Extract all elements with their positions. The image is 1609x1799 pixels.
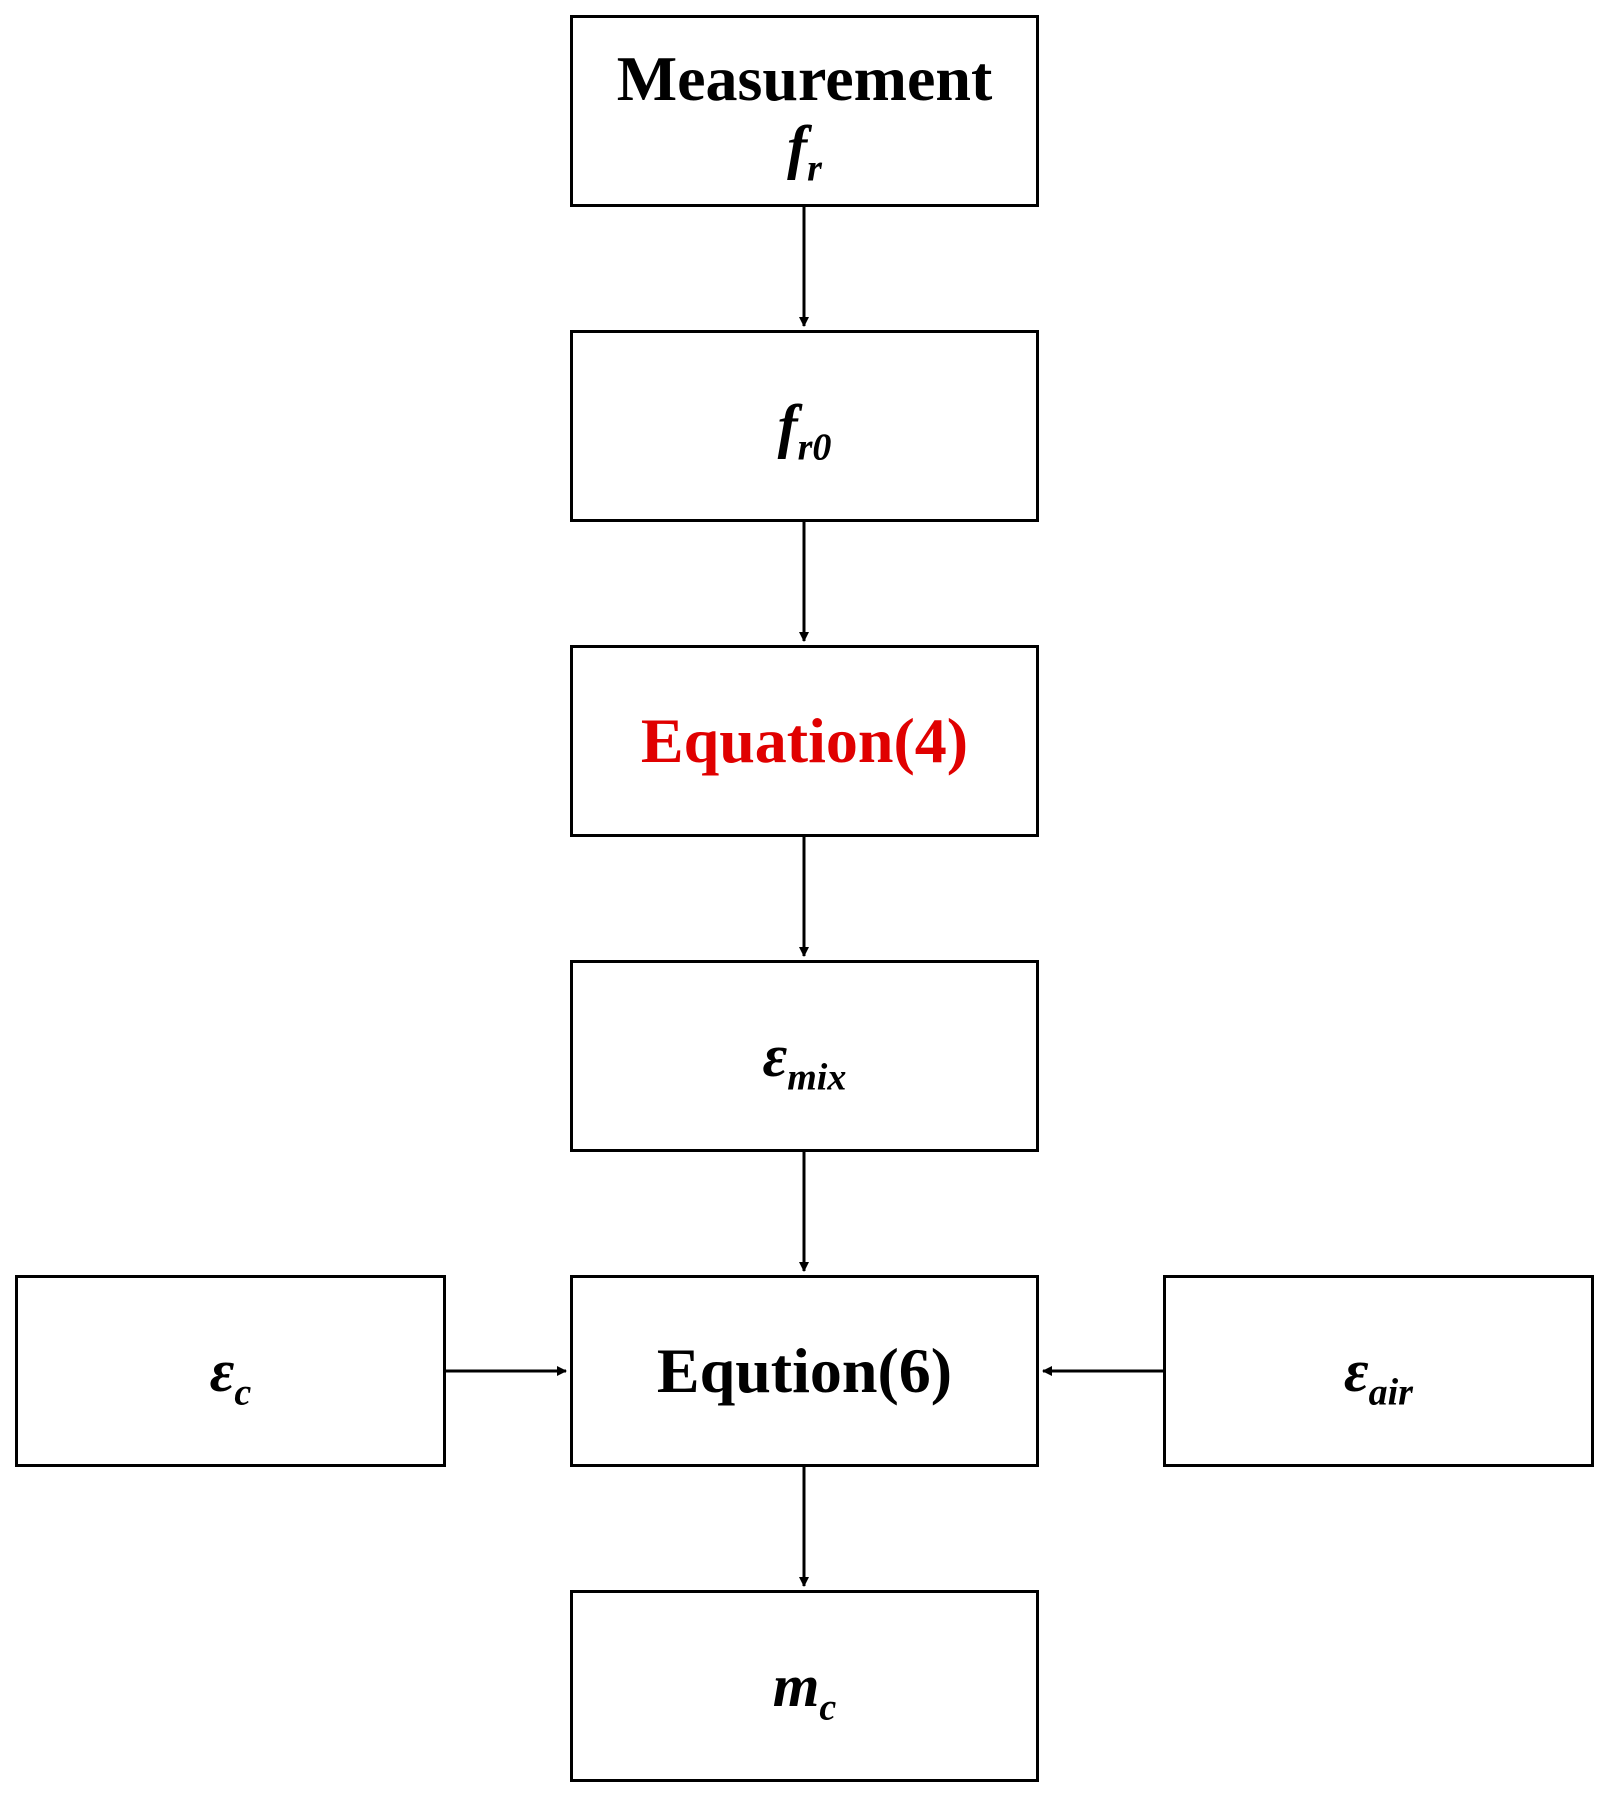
fr0-var-sub: r0 (797, 426, 832, 469)
measurement-var-base: f (787, 113, 808, 180)
equation6-box: Eqution(6) (570, 1275, 1039, 1467)
ec-var-base: ε (209, 1338, 235, 1404)
equation4-box: Equation(4) (570, 645, 1039, 837)
ec-box: εc (15, 1275, 446, 1467)
emix-var-sub: mix (787, 1056, 847, 1099)
emix-variable: εmix (762, 1023, 847, 1096)
fr0-box: fr0 (570, 330, 1039, 522)
measurement-var-sub: r (807, 146, 822, 189)
eair-box: εair (1163, 1275, 1594, 1467)
measurement-title: Measurement (616, 43, 993, 115)
equation6-label: Eqution(6) (656, 1335, 953, 1407)
mc-variable: mc (772, 1653, 837, 1726)
mc-var-base: m (772, 1653, 820, 1719)
measurement-box: Measurement fr (570, 15, 1039, 207)
ec-variable: εc (209, 1338, 251, 1411)
mc-box: mc (570, 1590, 1039, 1782)
emix-var-base: ε (762, 1023, 788, 1089)
equation4-label: Equation(4) (640, 705, 969, 777)
eair-var-base: ε (1344, 1338, 1369, 1404)
eair-variable: εair (1344, 1338, 1413, 1411)
fr0-var-base: f (777, 393, 798, 459)
ec-var-sub: c (234, 1371, 252, 1414)
emix-box: εmix (570, 960, 1039, 1152)
fr0-variable: fr0 (777, 393, 832, 466)
measurement-variable: fr (787, 113, 822, 187)
mc-var-sub: c (819, 1686, 837, 1729)
eair-var-sub: air (1368, 1371, 1413, 1414)
